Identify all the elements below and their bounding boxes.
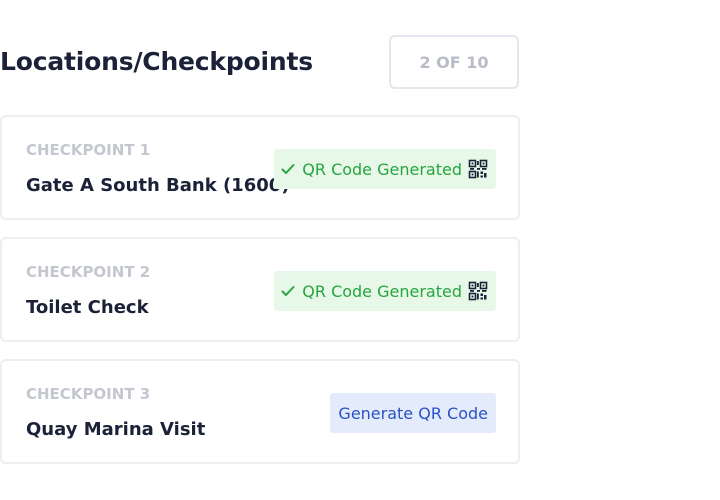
qr-code-icon[interactable] [468,281,488,301]
qr-generated-badge[interactable]: QR Code Generated [274,271,496,311]
page-header: Locations/Checkpoints 2 OF 10 [0,35,521,91]
status-text: QR Code Generated [302,281,462,301]
qr-code-icon[interactable] [468,159,488,179]
status-text: QR Code Generated [302,159,462,179]
checkpoint-card: CHECKPOINT 2 Toilet Check QR Code Genera… [0,237,520,342]
checkpoint-card: CHECKPOINT 1 Gate A South Bank (1600) QR… [0,115,520,220]
pagination-indicator: 2 OF 10 [389,35,519,89]
checkpoint-card: CHECKPOINT 3 Quay Marina Visit Generate … [0,359,520,464]
qr-generated-badge[interactable]: QR Code Generated [274,149,496,189]
checkpoint-label: CHECKPOINT 2 [26,263,151,281]
checkpoint-name: Gate A South Bank (1600) [26,175,290,196]
checkpoint-name: Toilet Check [26,297,149,318]
check-icon [280,283,296,299]
checkpoint-label: CHECKPOINT 1 [26,141,151,159]
checkpoint-label: CHECKPOINT 3 [26,385,151,403]
page-title: Locations/Checkpoints [0,47,313,76]
check-icon [280,161,296,177]
generate-qr-code-button[interactable]: Generate QR Code [330,393,496,433]
checkpoint-name: Quay Marina Visit [26,419,206,440]
